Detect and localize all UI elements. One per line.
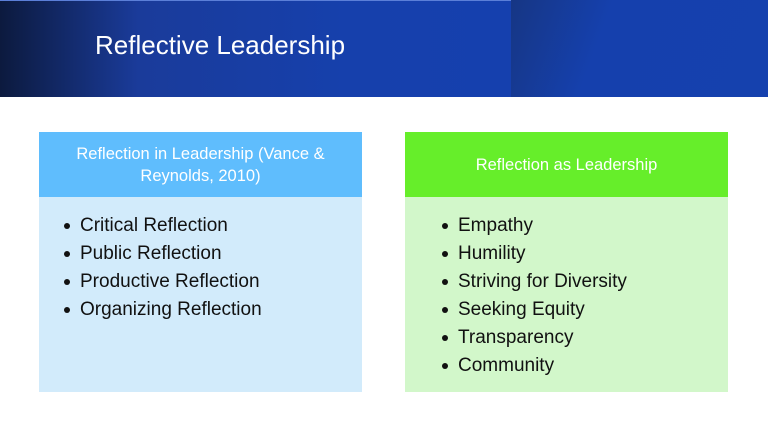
- list-item: Public Reflection: [64, 240, 262, 268]
- bullet-icon: [442, 307, 448, 313]
- bullet-icon: [442, 251, 448, 257]
- banner-accent-panel: [511, 0, 768, 97]
- list-item: Productive Reflection: [64, 268, 262, 296]
- slide-title: Reflective Leadership: [95, 30, 346, 60]
- banner-top-line: [0, 0, 768, 1]
- list-item: Transparency: [442, 324, 627, 352]
- card-heading: Reflection in Leadership (Vance & Reynol…: [39, 132, 362, 197]
- bullet-icon: [64, 251, 70, 257]
- list-item: Empathy: [442, 212, 627, 240]
- list-item: Humility: [442, 240, 627, 268]
- bullet-list: Critical Reflection Public Reflection Pr…: [64, 212, 262, 324]
- list-item: Critical Reflection: [64, 212, 262, 240]
- title-banner: Reflective Leadership: [0, 0, 768, 97]
- list-item: Striving for Diversity: [442, 268, 627, 296]
- reflection-in-leadership-card: Reflection in Leadership (Vance & Reynol…: [39, 132, 362, 392]
- bullet-icon: [64, 279, 70, 285]
- bullet-icon: [442, 335, 448, 341]
- list-item: Organizing Reflection: [64, 296, 262, 324]
- bullet-icon: [442, 363, 448, 369]
- card-heading: Reflection as Leadership: [405, 132, 728, 197]
- bullet-list: Empathy Humility Striving for Diversity …: [442, 212, 627, 380]
- bullet-icon: [64, 223, 70, 229]
- reflection-as-leadership-card: Reflection as Leadership Empathy Humilit…: [405, 132, 728, 392]
- bullet-icon: [442, 223, 448, 229]
- list-item: Seeking Equity: [442, 296, 627, 324]
- bullet-icon: [442, 279, 448, 285]
- bullet-icon: [64, 307, 70, 313]
- list-item: Community: [442, 352, 627, 380]
